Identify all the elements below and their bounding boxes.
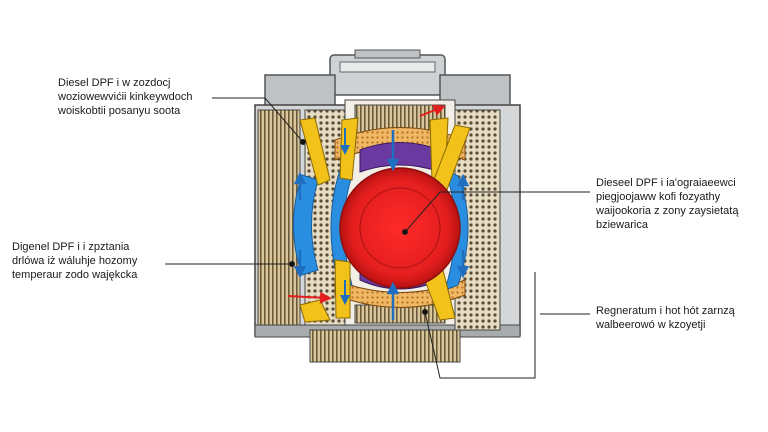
left-striped-wall	[257, 109, 301, 326]
callout-line: Regneratum i hot hót zarnzą	[596, 305, 735, 317]
callout-regeneration: Regneratum i hot hót zarnzą walbeerowó w…	[596, 304, 735, 332]
callout-line: piegjoojaww kofi fozyathy	[596, 191, 721, 203]
callout-line: walbeerowó w kzoyetji	[596, 319, 706, 331]
red-core	[339, 167, 461, 289]
callout-line: woiskobtii posanyu soota	[58, 105, 181, 117]
callout-line: waijookoria z zony zaysietatą	[596, 205, 739, 217]
callout-line: bziewarica	[596, 219, 648, 231]
callout-dpf-soot: Diesel DPF i w zozdocj woziowewvićii kin…	[58, 76, 193, 118]
callout-dpf-temperature: Digenel DPF i i zpztania drlówa iż wáluh…	[12, 240, 137, 282]
callout-line: Diesel DPF i w zozdocj	[58, 77, 171, 89]
callout-line: Digenel DPF i i zpztania	[12, 241, 130, 253]
flow-arrows	[293, 128, 470, 320]
bottom-striped-base	[309, 329, 461, 363]
callout-line: drlówa iż wáluhje hozomy	[12, 255, 138, 267]
callout-line: temperaur zodo wajękcka	[12, 269, 138, 281]
callout-dpf-heating-zone: Dieseel DPF i ia'ograiaeewci piegjoojaww…	[596, 176, 738, 232]
callout-line: woziowewvićii kinkeywdoch	[58, 91, 193, 103]
callout-line: Dieseel DPF i ia'ograiaeewci	[596, 177, 736, 189]
leader-lines	[165, 97, 590, 379]
heat-arrows	[287, 104, 446, 304]
